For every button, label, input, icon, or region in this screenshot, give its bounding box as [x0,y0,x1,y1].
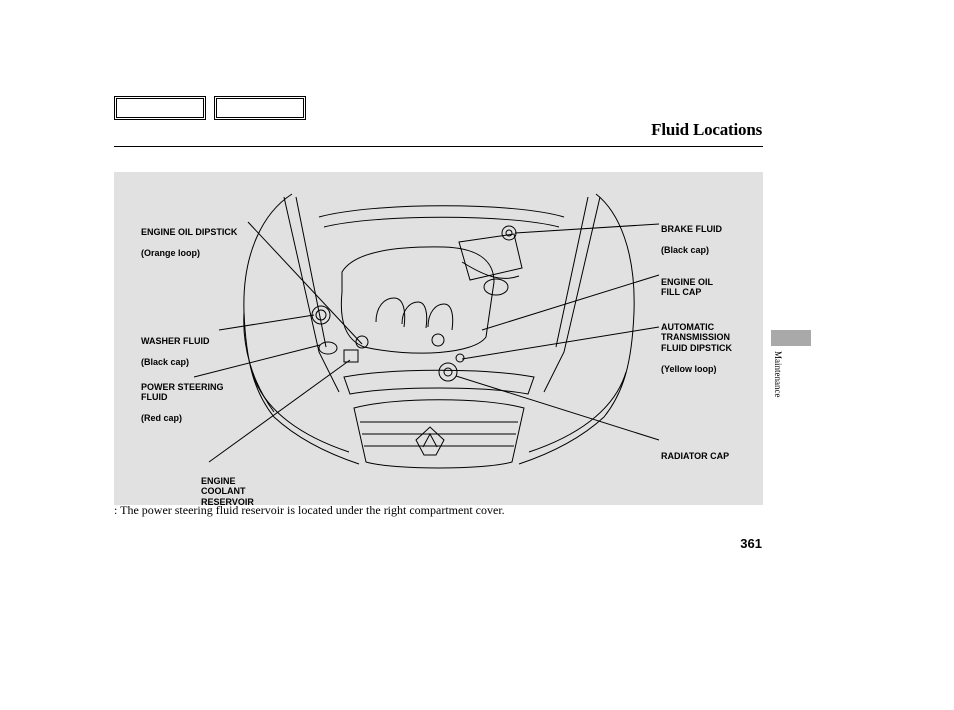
label-radiator-cap: RADIATOR CAP [661,440,729,472]
label-engine-oil-fill-title: ENGINE OIL FILL CAP [661,276,714,298]
label-atf-dipstick: AUTOMATIC TRANSMISSION FLUID DIPSTICK (Y… [661,311,732,385]
label-engine-coolant-reservoir: ENGINE COOLANT RESERVOIR [201,465,254,518]
label-brake-fluid-note: (Black cap) [661,244,710,255]
main-menu-button[interactable] [114,96,206,120]
label-washer-fluid-title: WASHER FLUID [141,335,210,346]
label-engine-oil-dipstick-title: ENGINE OIL DIPSTICK [141,226,238,237]
table-of-contents-button[interactable] [214,96,306,120]
label-power-steering: POWER STEERING FLUID (Red cap) [141,371,224,434]
label-washer-fluid: WASHER FLUID (Black cap) [141,325,210,378]
engine-compartment-illustration [193,193,660,469]
label-brake-fluid: BRAKE FLUID (Black cap) [661,213,722,266]
title-divider [114,146,763,147]
label-engine-oil-fill-cap: ENGINE OIL FILL CAP [661,266,713,308]
label-washer-fluid-note: (Black cap) [141,356,190,367]
engine-compartment-figure: ENGINE OIL DIPSTICK (Orange loop) WASHER… [114,172,763,507]
label-engine-oil-dipstick-note: (Orange loop) [141,247,200,258]
footnote: : The power steering fluid reservoir is … [114,503,505,517]
label-power-steering-title: POWER STEERING FLUID [141,381,224,403]
page-number: 361 [740,536,762,551]
label-atf-dipstick-note: (Yellow loop) [661,363,717,374]
label-brake-fluid-title: BRAKE FLUID [661,223,722,234]
label-power-steering-note: (Red cap) [141,413,183,423]
section-tab-label: Maintenance [773,351,783,398]
label-engine-coolant-title: ENGINE COOLANT RESERVOIR [201,475,254,507]
section-tab[interactable] [771,330,811,346]
label-engine-oil-dipstick: ENGINE OIL DIPSTICK (Orange loop) [141,216,237,269]
page-title: Fluid Locations [651,120,762,139]
label-radiator-cap-title: RADIATOR CAP [661,450,730,461]
label-atf-dipstick-title: AUTOMATIC TRANSMISSION FLUID DIPSTICK [661,321,732,353]
